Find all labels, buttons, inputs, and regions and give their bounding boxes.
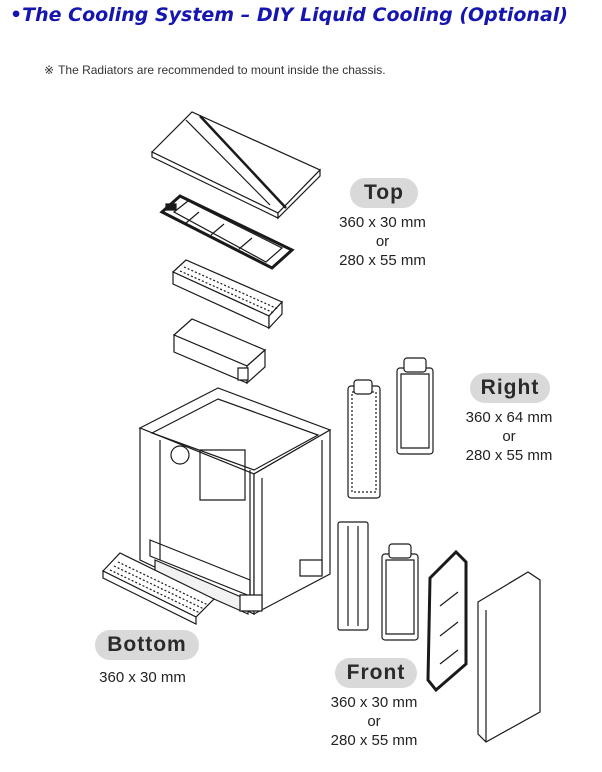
right-radiator-55mm-illustration — [397, 358, 433, 454]
right-spec: 360 x 64 mm or 280 x 55 mm — [465, 409, 553, 464]
right-label: Right — [470, 373, 550, 403]
note-text: The Radiators are recommended to mount i… — [58, 63, 386, 77]
top-radiator-illustration — [173, 260, 282, 328]
bottom-spec: 360 x 30 mm — [99, 669, 186, 686]
top-panel-illustration — [152, 112, 320, 218]
front-label: Front — [335, 658, 417, 688]
top-thick-radiator-illustration — [174, 319, 265, 383]
chassis-illustration — [140, 388, 330, 614]
front-fan-bracket-illustration — [428, 552, 466, 690]
front-radiator-55mm-illustration — [382, 544, 418, 640]
top-label: Top — [350, 178, 418, 208]
right-radiator-64mm-illustration — [348, 380, 380, 498]
bottom-radiator-illustration — [103, 553, 214, 624]
front-radiator-30mm-illustration — [338, 522, 368, 630]
bottom-label: Bottom — [95, 630, 199, 660]
top-fan-bracket-illustration — [162, 196, 292, 268]
reference-mark-icon: ※ — [44, 63, 55, 77]
top-spec: 360 x 30 mm or 280 x 55 mm — [339, 214, 426, 269]
front-panel-illustration — [478, 572, 540, 742]
mounting-note: ※The Radiators are recommended to mount … — [44, 63, 386, 77]
page-title: •The Cooling System – DIY Liquid Cooling… — [10, 4, 568, 26]
front-spec: 360 x 30 mm or 280 x 55 mm — [330, 694, 418, 749]
